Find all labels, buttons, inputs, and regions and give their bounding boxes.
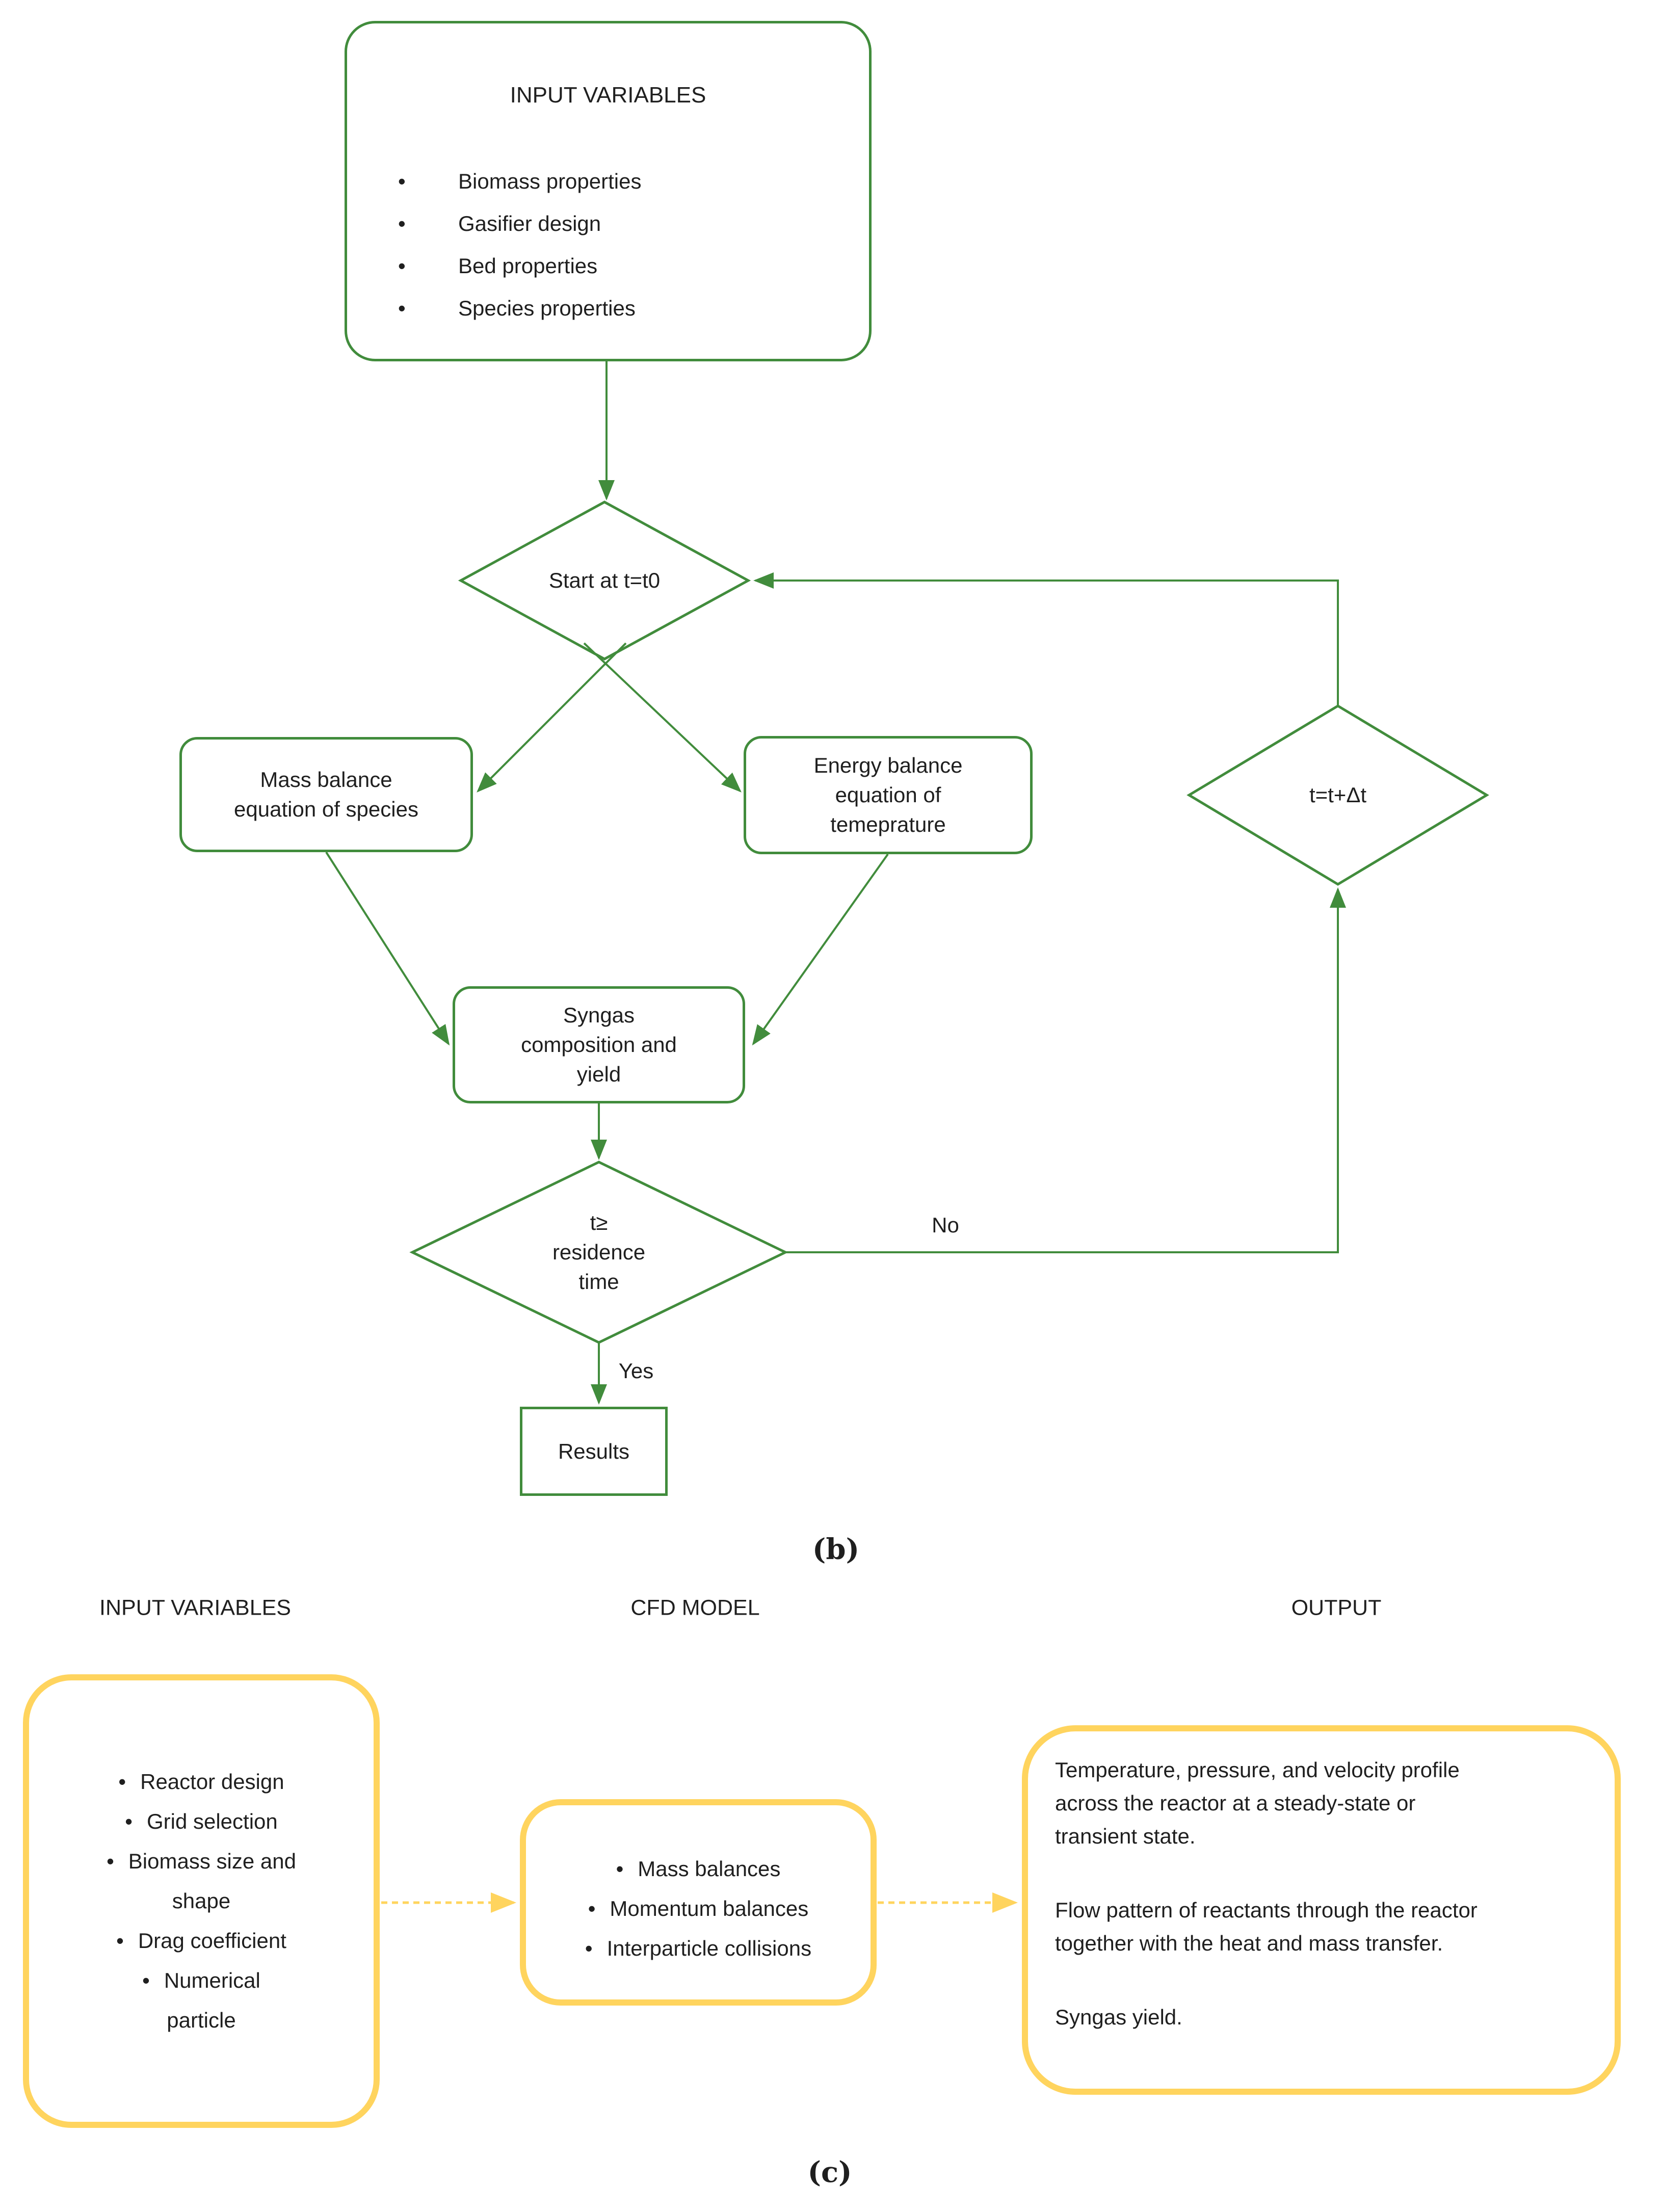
- list-line: Mass balances: [526, 1849, 871, 1889]
- arrow-energy-to-syngas: [752, 853, 889, 1046]
- box-line: temeprature: [830, 812, 946, 836]
- list-item: Drag coefficient: [29, 1921, 374, 1961]
- box-line: composition and: [521, 1033, 677, 1057]
- list-item: Grid selection: [29, 1802, 374, 1841]
- list-line: Grid selection: [29, 1802, 374, 1841]
- output-line: Flow pattern of reactants through the re…: [1055, 1898, 1478, 1922]
- c-input-variables-box: Reactor design Grid selection Biomass si…: [23, 1674, 380, 2128]
- c-output-box: [1022, 1725, 1621, 2095]
- caption-c: (c): [807, 2155, 852, 2189]
- list-item: Biomass size and shape: [29, 1841, 374, 1921]
- arrow-loop-to-start: [753, 572, 1339, 706]
- energy-balance-box: Energy balance equation of temeprature: [744, 736, 1033, 854]
- c-output-text: Temperature, pressure, and velocity prof…: [1055, 1753, 1600, 2074]
- arrow-start-to-mass: [477, 642, 627, 793]
- list-line: Momentum balances: [526, 1889, 871, 1929]
- time-increment-label: t=t+Δt: [1309, 783, 1367, 807]
- input-variables-title: INPUT VARIABLES: [510, 83, 706, 108]
- list-item: Numerical particle: [29, 1961, 374, 2040]
- list-line: Biomass size and: [29, 1841, 374, 1881]
- box-line: Results: [558, 1439, 630, 1463]
- time-increment-diamond: [1187, 704, 1489, 886]
- start-diamond: [458, 501, 751, 661]
- c-header-cfd-model: CFD MODEL: [630, 1595, 760, 1620]
- arrow-no-to-increment: [785, 887, 1346, 1253]
- list-line: Numerical: [29, 1961, 374, 2000]
- output-line: together with the heat and mass transfer…: [1055, 1931, 1443, 1955]
- box-line: Syngas: [563, 1003, 635, 1027]
- label-line: residence: [552, 1240, 646, 1264]
- output-paragraph: Flow pattern of reactants through the re…: [1055, 1893, 1600, 1960]
- output-line: across the reactor at a steady-state or: [1055, 1791, 1416, 1815]
- box-line: Energy balance: [813, 753, 963, 777]
- list-line: Drag coefficient: [29, 1921, 374, 1961]
- list-line: shape: [172, 1889, 231, 1913]
- list-item: Reactor design: [29, 1762, 374, 1802]
- no-branch-label: No: [932, 1213, 959, 1237]
- caption-b: (b): [812, 1533, 860, 1566]
- yes-branch-label: Yes: [618, 1359, 654, 1383]
- mass-balance-box: Mass balance equation of species: [179, 737, 473, 852]
- start-diamond-label: Start at t=t0: [472, 566, 737, 595]
- list-item: Bed properties: [398, 245, 869, 287]
- box-line: Mass balance: [260, 768, 392, 792]
- box-line: equation of: [835, 783, 941, 807]
- arrow-mass-to-syngas: [325, 851, 450, 1046]
- output-line: transient state.: [1055, 1824, 1196, 1848]
- list-item: Gasifier design: [398, 202, 869, 245]
- list-item: Momentum balances: [526, 1889, 871, 1929]
- list-item: Species properties: [398, 287, 869, 329]
- label-line: t≥: [590, 1210, 608, 1234]
- list-item: Biomass properties: [398, 160, 869, 202]
- output-line: Syngas yield.: [1055, 2005, 1182, 2029]
- label-line: time: [578, 1270, 619, 1294]
- results-box: Results: [520, 1407, 668, 1496]
- c-header-input-variables: INPUT VARIABLES: [99, 1595, 291, 1620]
- box-line: equation of species: [234, 797, 418, 821]
- c-input-list: Reactor design Grid selection Biomass si…: [29, 1762, 374, 2040]
- output-paragraph: Syngas yield.: [1055, 2000, 1600, 2034]
- list-item: Mass balances: [526, 1849, 871, 1889]
- input-variables-list: Biomass properties Gasifier design Bed p…: [347, 160, 869, 329]
- input-variables-box: INPUT VARIABLES Biomass properties Gasif…: [345, 21, 872, 361]
- list-line: particle: [167, 2008, 236, 2032]
- label-line: t=t0: [623, 568, 661, 592]
- output-line: Temperature, pressure, and velocity prof…: [1055, 1758, 1460, 1782]
- c-cfd-model-box: Mass balances Momentum balances Interpar…: [520, 1799, 877, 2006]
- list-line: Interparticle collisions: [526, 1929, 871, 1968]
- c-header-output: OUTPUT: [1291, 1595, 1382, 1620]
- arrow-start-to-energy: [583, 642, 742, 793]
- c-cfd-list: Mass balances Momentum balances Interpar…: [526, 1849, 871, 1968]
- residence-time-label: t≥ residence time: [466, 1208, 731, 1297]
- label-line: Start at: [548, 568, 618, 592]
- syngas-box: Syngas composition and yield: [453, 986, 745, 1103]
- list-item: Interparticle collisions: [526, 1929, 871, 1968]
- box-line: yield: [576, 1062, 621, 1086]
- list-line: Reactor design: [29, 1762, 374, 1802]
- output-paragraph: Temperature, pressure, and velocity prof…: [1055, 1753, 1600, 1853]
